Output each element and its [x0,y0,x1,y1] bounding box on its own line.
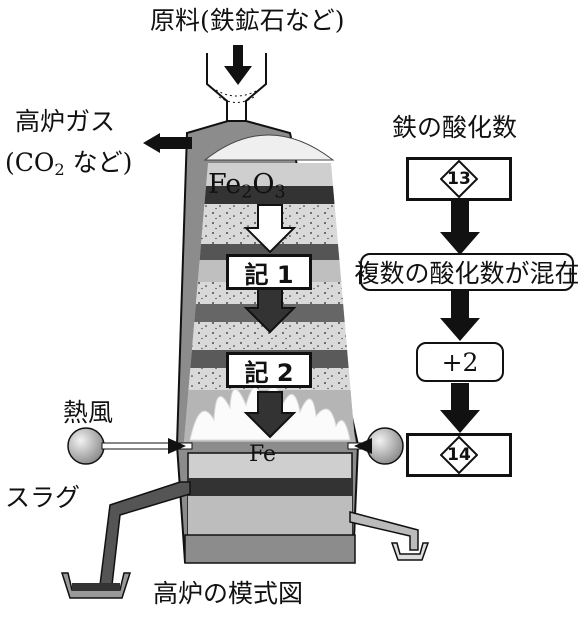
blank-14-marker: 14 [440,436,478,474]
hot-air-label: 熱風 [63,398,114,427]
iron-oxidation-number-label: 鉄の酸化数 [392,113,518,142]
gas-example-label: (CO2 など) [5,148,133,180]
hot-air-tuyere-right [347,427,404,465]
hot-air-tuyere-left [67,427,193,465]
furnace-hearth [184,452,356,564]
blank-13-box: 13 [406,157,512,201]
raw-material-arrow [224,45,252,85]
oxidation-flow-arrows [440,200,480,433]
blank-13-marker: 13 [440,160,478,198]
slag-spout [60,481,191,599]
slag-label: スラグ [5,483,81,512]
blank-14-number: 14 [447,445,471,465]
raw-material-label: 原料(鉄鉱石など) [150,6,345,35]
fe-product-label: Fe [249,442,277,467]
iron-spout [349,511,430,561]
plus-two-box: +2 [416,342,504,382]
record-2-box: 記 2 [226,352,312,388]
furnace-gas-outlet [143,133,192,153]
blast-furnace-gas-label: 高炉ガス [15,107,116,136]
fe2o3-label: Fe2O3 [208,169,286,203]
mixed-oxidation-box: 複数の酸化数が混在 [355,253,580,291]
blank-13-number: 13 [447,169,471,189]
figure-caption: 高炉の模式図 [153,579,304,608]
blank-14-box: 14 [406,433,512,477]
record-1-box: 記 1 [226,254,312,290]
charging-hopper [206,53,267,121]
